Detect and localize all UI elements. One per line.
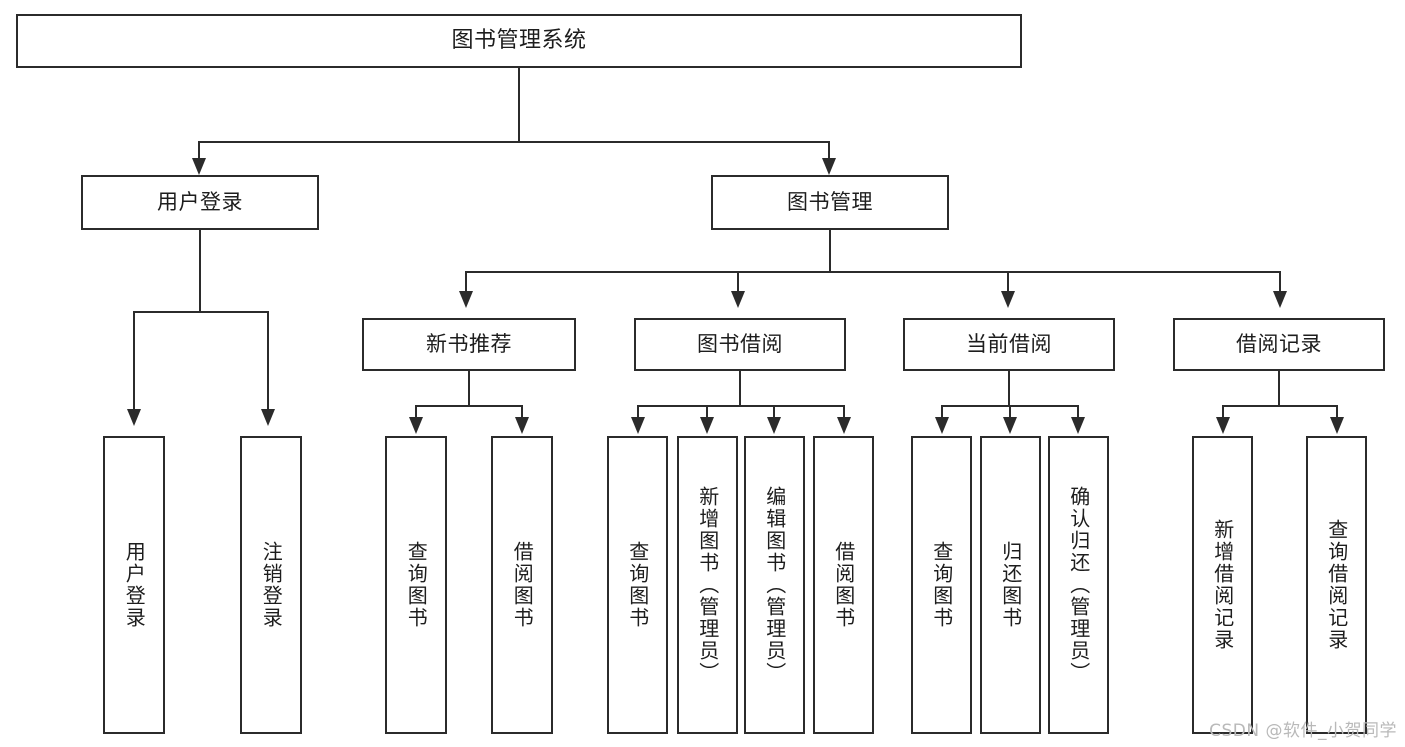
edge-cb-drop-2 [1009, 405, 1011, 419]
edge-bb-drop-2 [706, 405, 708, 419]
leaf-query-book-2[interactable]: 查询图书 [607, 436, 668, 734]
arrow-to-current-borrow [1001, 291, 1015, 308]
leaf-add-book[interactable]: 新增图书（管理员） [677, 436, 738, 734]
edge-bb-drop-1 [637, 405, 639, 419]
arrow-to-leaf-query-book-2 [631, 417, 645, 434]
arrow-to-book-manage [822, 158, 836, 175]
edge-book-manage-stem [829, 230, 831, 272]
node-root-system[interactable]: 图书管理系统 [16, 14, 1022, 68]
leaf-add-record[interactable]: 新增借阅记录 [1192, 436, 1253, 734]
node-label: 借阅记录 [1236, 331, 1322, 356]
arrow-to-borrow-record [1273, 291, 1287, 308]
node-book-borrow[interactable]: 图书借阅 [634, 318, 846, 371]
edge-root-bus [198, 141, 830, 143]
leaf-edit-book[interactable]: 编辑图书（管理员） [744, 436, 805, 734]
edge-nbr-drop-1 [415, 405, 417, 419]
node-new-book-recommend[interactable]: 新书推荐 [362, 318, 576, 371]
edge-root-to-user-login [198, 141, 200, 160]
edge-user-login-stem [199, 230, 201, 312]
arrow-to-leaf-borrow-book-1 [515, 417, 529, 434]
arrow-to-leaf-add-record [1216, 417, 1230, 434]
leaf-label: 确认归还（管理员） [1066, 486, 1091, 684]
edge-bm-drop-2 [737, 271, 739, 293]
edge-bb-bus [637, 405, 845, 407]
leaf-label: 借阅图书 [510, 541, 535, 629]
node-label: 图书管理系统 [451, 27, 587, 53]
node-label: 用户登录 [157, 189, 243, 214]
node-current-borrow[interactable]: 当前借阅 [903, 318, 1115, 371]
edge-bm-drop-1 [465, 271, 467, 293]
arrow-to-leaf-query-book-3 [935, 417, 949, 434]
edge-br-drop-2 [1336, 405, 1338, 419]
node-borrow-record[interactable]: 借阅记录 [1173, 318, 1385, 371]
edge-nbr-bus [415, 405, 521, 407]
edge-br-drop-1 [1222, 405, 1224, 419]
arrow-to-leaf-edit-book [767, 417, 781, 434]
arrow-to-new-book-recommend [459, 291, 473, 308]
leaf-label: 归还图书 [998, 541, 1023, 629]
arrow-to-leaf-add-book [700, 417, 714, 434]
leaf-logout[interactable]: 注销登录 [240, 436, 302, 734]
node-label: 当前借阅 [966, 331, 1052, 356]
edge-cb-stem [1008, 371, 1010, 406]
edge-book-manage-bus [465, 271, 1281, 273]
leaf-label: 查询图书 [404, 541, 429, 629]
arrow-to-leaf-borrow-book-2 [837, 417, 851, 434]
leaf-query-record[interactable]: 查询借阅记录 [1306, 436, 1367, 734]
edge-root-to-book-manage [828, 141, 830, 160]
edge-root-stem [518, 68, 520, 142]
arrow-to-leaf-query-book-1 [409, 417, 423, 434]
leaf-label: 编辑图书（管理员） [762, 486, 787, 684]
edge-bm-drop-4 [1279, 271, 1281, 293]
node-user-login[interactable]: 用户登录 [81, 175, 319, 230]
leaf-label: 借阅图书 [831, 541, 856, 629]
edge-bm-drop-3 [1007, 271, 1009, 293]
leaf-label: 新增借阅记录 [1210, 519, 1235, 651]
arrow-to-leaf-confirm-return [1071, 417, 1085, 434]
node-label: 图书管理 [787, 189, 873, 214]
node-label: 新书推荐 [426, 331, 512, 356]
edge-bb-drop-3 [773, 405, 775, 419]
arrow-to-leaf-return-book [1003, 417, 1017, 434]
edge-nbr-stem [468, 371, 470, 406]
leaf-label: 查询图书 [625, 541, 650, 629]
arrow-to-user-login [192, 158, 206, 175]
leaf-user-login[interactable]: 用户登录 [103, 436, 165, 734]
edge-user-login-bus [133, 311, 267, 313]
leaf-return-book[interactable]: 归还图书 [980, 436, 1041, 734]
edge-bb-drop-4 [843, 405, 845, 419]
arrow-to-book-borrow [731, 291, 745, 308]
leaf-label: 新增图书（管理员） [695, 486, 720, 684]
leaf-label: 查询图书 [929, 541, 954, 629]
edge-bb-stem [739, 371, 741, 406]
edge-user-login-drop-1 [133, 311, 135, 411]
edge-nbr-drop-2 [521, 405, 523, 419]
leaf-borrow-book-2[interactable]: 借阅图书 [813, 436, 874, 734]
edge-br-stem [1278, 371, 1280, 406]
node-book-manage[interactable]: 图书管理 [711, 175, 949, 230]
leaf-query-book-3[interactable]: 查询图书 [911, 436, 972, 734]
edge-br-bus [1222, 405, 1338, 407]
arrow-to-leaf-user-login [127, 409, 141, 426]
leaf-label: 查询借阅记录 [1324, 519, 1349, 651]
leaf-borrow-book-1[interactable]: 借阅图书 [491, 436, 553, 734]
edge-cb-drop-3 [1077, 405, 1079, 419]
edge-user-login-drop-2 [267, 311, 269, 411]
edge-cb-drop-1 [941, 405, 943, 419]
arrow-to-leaf-logout [261, 409, 275, 426]
leaf-label: 用户登录 [122, 541, 147, 629]
watermark-text: CSDN @软件_小贺同学 [1209, 721, 1397, 741]
leaf-label: 注销登录 [259, 541, 284, 629]
arrow-to-leaf-query-record [1330, 417, 1344, 434]
leaf-confirm-return[interactable]: 确认归还（管理员） [1048, 436, 1109, 734]
leaf-query-book-1[interactable]: 查询图书 [385, 436, 447, 734]
node-label: 图书借阅 [697, 331, 783, 356]
